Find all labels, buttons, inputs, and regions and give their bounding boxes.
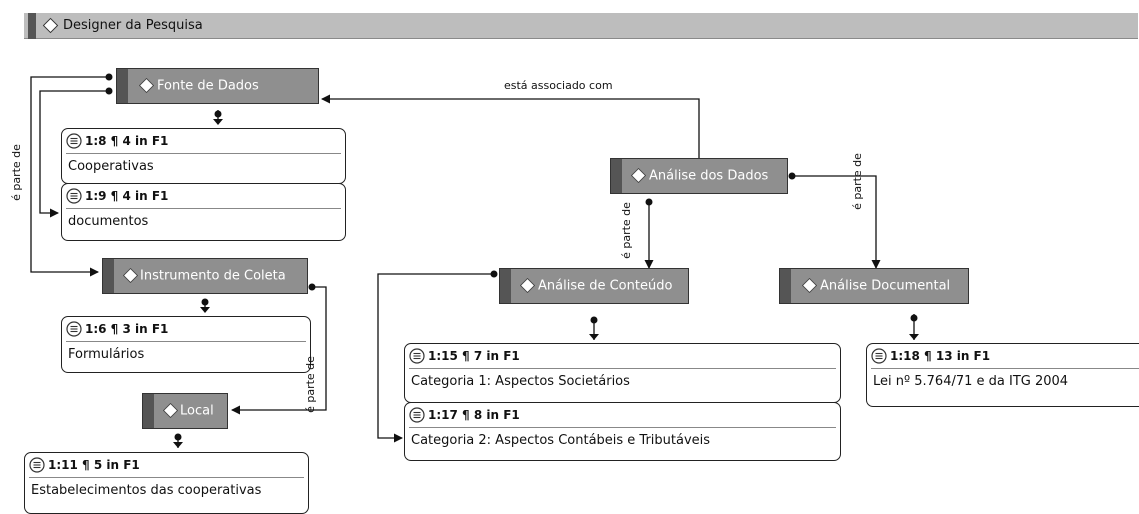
quotation-header: 1:17 ¶ 8 in F1 bbox=[409, 406, 836, 428]
relation-label-parte-de: é parte de bbox=[619, 202, 633, 259]
quotation-icon bbox=[871, 348, 887, 364]
code-diamond-icon bbox=[630, 167, 647, 184]
link-conteudo-categoria2 bbox=[377, 273, 494, 443]
code-label: Local bbox=[180, 403, 214, 419]
link-instrumento-local bbox=[231, 286, 327, 415]
quotation-ref: 1:18 ¶ 13 in F1 bbox=[890, 349, 991, 363]
quotation-box[interactable]: 1:18 ¶ 13 in F1 Lei nº 5.764/71 e da ITG… bbox=[866, 343, 1139, 407]
code-label: Análise Documental bbox=[820, 278, 951, 294]
quotation-header: 1:15 ¶ 7 in F1 bbox=[409, 347, 836, 369]
code-label: Análise dos Dados bbox=[649, 168, 769, 184]
diagram-header: Designer da Pesquisa bbox=[24, 13, 1138, 39]
quotation-text: documentos bbox=[68, 214, 149, 229]
quotation-icon bbox=[66, 188, 82, 204]
quotation-ref: 1:17 ¶ 8 in F1 bbox=[428, 408, 520, 422]
header-strip bbox=[28, 13, 36, 39]
code-node-fonte-de-dados[interactable]: Fonte de Dados bbox=[116, 68, 319, 104]
node-strip bbox=[117, 69, 128, 103]
quotation-box[interactable]: 1:9 ¶ 4 in F1 documentos bbox=[61, 183, 346, 241]
quotation-icon bbox=[66, 133, 82, 149]
link-fonte-instrumento bbox=[30, 76, 109, 277]
relation-label-parte-de: é parte de bbox=[303, 356, 317, 413]
diagram-title: Designer da Pesquisa bbox=[63, 18, 203, 33]
quotation-box[interactable]: 1:15 ¶ 7 in F1 Categoria 1: Aspectos Soc… bbox=[404, 343, 841, 403]
node-strip bbox=[143, 394, 154, 428]
code-node-analise-documental[interactable]: Análise Documental bbox=[779, 268, 969, 304]
node-strip bbox=[500, 269, 511, 303]
quotation-text: Formulários bbox=[68, 347, 145, 362]
quotation-ref: 1:8 ¶ 4 in F1 bbox=[85, 134, 169, 148]
quotation-box[interactable]: 1:11 ¶ 5 in F1 Estabelecimentos das coop… bbox=[24, 452, 309, 514]
quotation-header: 1:6 ¶ 3 in F1 bbox=[66, 320, 306, 342]
code-node-instrumento-de-coleta[interactable]: Instrumento de Coleta bbox=[102, 258, 308, 294]
code-label: Instrumento de Coleta bbox=[140, 268, 286, 284]
quotation-header: 1:18 ¶ 13 in F1 bbox=[871, 347, 1139, 369]
quotation-text: Categoria 2: Aspectos Contábeis e Tribut… bbox=[411, 433, 711, 448]
code-diamond-icon bbox=[801, 277, 818, 294]
code-diamond-icon bbox=[519, 277, 536, 294]
quotation-box[interactable]: 1:8 ¶ 4 in F1 Cooperativas bbox=[61, 128, 346, 184]
quotation-text: Cooperativas bbox=[68, 159, 154, 174]
node-strip bbox=[611, 159, 622, 193]
quotation-ref: 1:11 ¶ 5 in F1 bbox=[48, 458, 140, 472]
link-fonte-documentos bbox=[39, 90, 109, 218]
quotation-ref: 1:6 ¶ 3 in F1 bbox=[85, 322, 169, 336]
quotation-icon bbox=[409, 348, 425, 364]
node-strip bbox=[103, 259, 114, 293]
link-dados-documental bbox=[792, 175, 881, 269]
relation-label-parte-de: é parte de bbox=[850, 153, 864, 210]
quotation-header: 1:8 ¶ 4 in F1 bbox=[66, 132, 341, 154]
quotation-box[interactable]: 1:6 ¶ 3 in F1 Formulários bbox=[61, 316, 311, 373]
code-node-analise-de-conteudo[interactable]: Análise de Conteúdo bbox=[499, 268, 689, 304]
code-diamond-icon bbox=[162, 402, 179, 419]
quotation-text: Categoria 1: Aspectos Societários bbox=[411, 374, 630, 389]
code-node-local[interactable]: Local bbox=[142, 393, 228, 429]
quotation-icon bbox=[29, 457, 45, 473]
code-node-analise-dos-dados[interactable]: Análise dos Dados bbox=[610, 158, 788, 194]
node-strip bbox=[780, 269, 791, 303]
relation-label-parte-de: é parte de bbox=[9, 144, 23, 201]
code-diamond-icon bbox=[138, 77, 155, 94]
link-associado bbox=[321, 94, 700, 158]
code-label: Fonte de Dados bbox=[157, 78, 259, 94]
quotation-text: Estabelecimentos das cooperativas bbox=[31, 483, 262, 498]
relation-label-associado: está associado com bbox=[504, 79, 613, 92]
quotation-icon bbox=[66, 321, 82, 337]
quotation-icon bbox=[409, 407, 425, 423]
quotation-text: Lei nº 5.764/71 e da ITG 2004 bbox=[873, 374, 1069, 389]
quotation-ref: 1:9 ¶ 4 in F1 bbox=[85, 189, 169, 203]
quotation-ref: 1:15 ¶ 7 in F1 bbox=[428, 349, 520, 363]
code-label: Análise de Conteúdo bbox=[538, 278, 673, 294]
quotation-header: 1:9 ¶ 4 in F1 bbox=[66, 187, 341, 209]
quotation-header: 1:11 ¶ 5 in F1 bbox=[29, 456, 304, 478]
code-diamond-icon bbox=[122, 267, 139, 284]
quotation-box[interactable]: 1:17 ¶ 8 in F1 Categoria 2: Aspectos Con… bbox=[404, 402, 841, 461]
code-diamond-icon bbox=[42, 17, 59, 34]
